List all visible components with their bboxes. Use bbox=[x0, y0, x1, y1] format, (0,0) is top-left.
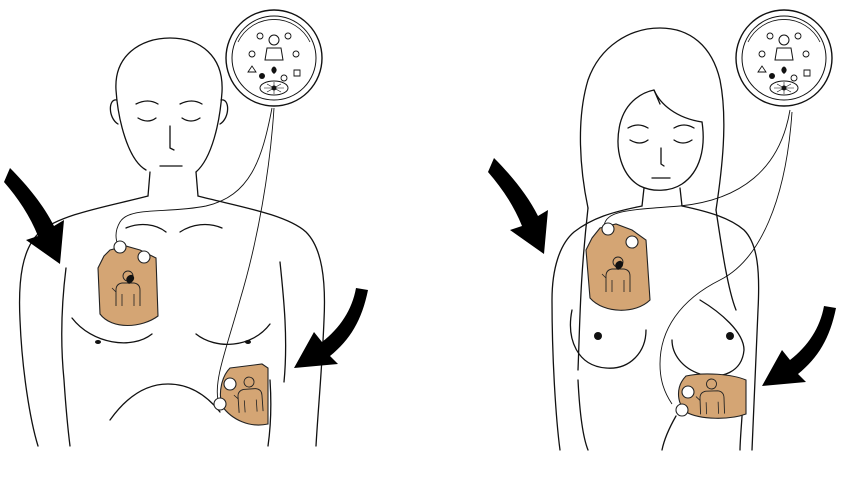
right-arrow bbox=[294, 288, 368, 368]
pad-connector bbox=[114, 241, 126, 253]
female-cable-1 bbox=[603, 110, 790, 244]
aed-device-icon bbox=[736, 10, 832, 106]
male-lower-left-side-pad bbox=[214, 364, 268, 425]
pad-connector bbox=[214, 398, 226, 410]
pad-connector bbox=[626, 236, 638, 248]
female-left-breast bbox=[570, 310, 646, 368]
female-lower-left-side-pad bbox=[676, 374, 746, 418]
female-hair-outline bbox=[580, 28, 723, 210]
left-arrow bbox=[4, 168, 64, 264]
male-upper-right-chest-pad bbox=[98, 241, 158, 326]
pad-connector bbox=[682, 386, 694, 398]
right-arrow bbox=[762, 306, 836, 386]
pad-connector bbox=[676, 404, 688, 416]
male-panel bbox=[4, 10, 368, 446]
left-arrow bbox=[488, 158, 548, 254]
pad-connector bbox=[138, 251, 150, 263]
pad-connector bbox=[602, 223, 614, 235]
pad-connector bbox=[224, 378, 236, 390]
male-head bbox=[116, 38, 222, 172]
female-upper-right-chest-pad bbox=[586, 223, 650, 310]
male-cable-2 bbox=[217, 108, 274, 400]
aed-device-icon bbox=[226, 10, 322, 106]
female-panel bbox=[488, 10, 836, 450]
